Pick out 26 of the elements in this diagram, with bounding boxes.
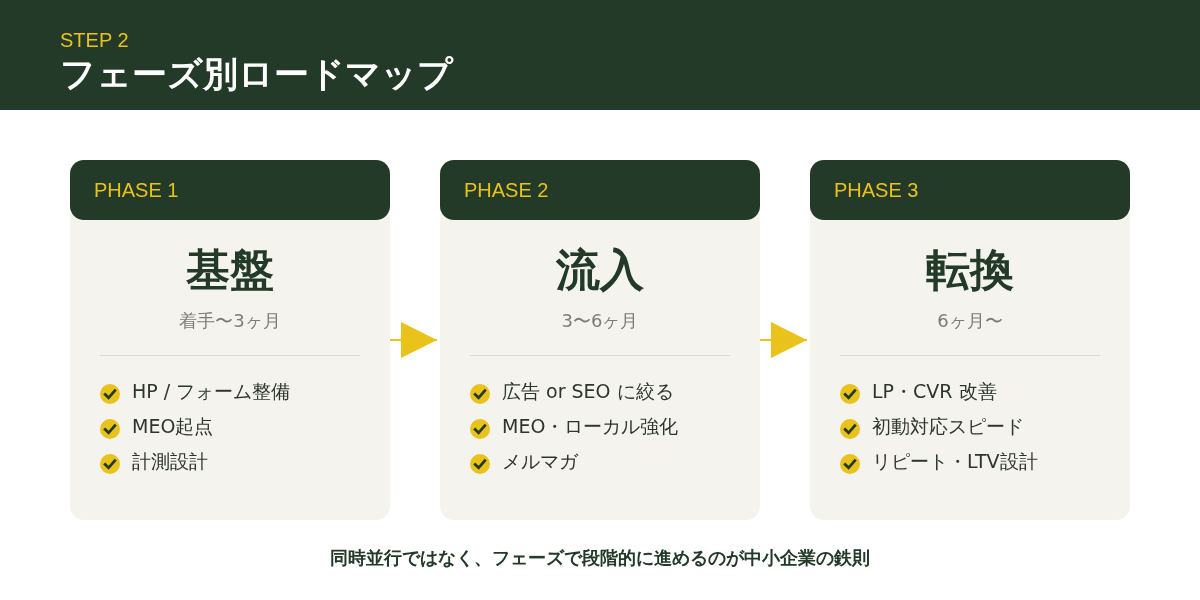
checklist-item: 計測設計 (132, 448, 208, 473)
phase-title: 基盤 (186, 244, 274, 296)
checklist-item: 広告 or SEO に絞る (502, 378, 674, 403)
phase-header: PHASE 2 (440, 160, 760, 220)
checklist-item: LP・CVR 改善 (872, 378, 997, 403)
arrow (759, 322, 808, 358)
phase-header: PHASE 3 (810, 160, 1130, 220)
checklist-item: HP / フォーム整備 (132, 378, 291, 403)
checklist-item: MEO起点 (132, 413, 214, 438)
checklist-item: 初動対応スピード (872, 413, 1024, 438)
phase-period: 6ヶ月〜 (937, 310, 1003, 332)
checklist-item: リピート・LTV設計 (872, 448, 1038, 473)
phase-card (440, 160, 760, 520)
phase-header: PHASE 1 (70, 160, 390, 220)
phase-card (810, 160, 1130, 520)
phase-title: 流入 (556, 244, 644, 296)
phase-period: 3〜6ヶ月 (561, 310, 639, 332)
caption: 同時並行ではなく、フェーズで段階的に進めるのが中小企業の鉄則 (330, 546, 870, 570)
phase-card (70, 160, 390, 520)
phase-title: 転換 (926, 244, 1014, 296)
phase-period: 着手〜3ヶ月 (179, 310, 281, 332)
checklist-item: メルマガ (502, 448, 578, 473)
step-label: STEP 2 (60, 28, 129, 52)
arrow (389, 322, 438, 358)
page-title: フェーズ別ロードマップ (60, 53, 453, 96)
checklist-item: MEO・ローカル強化 (502, 413, 679, 438)
